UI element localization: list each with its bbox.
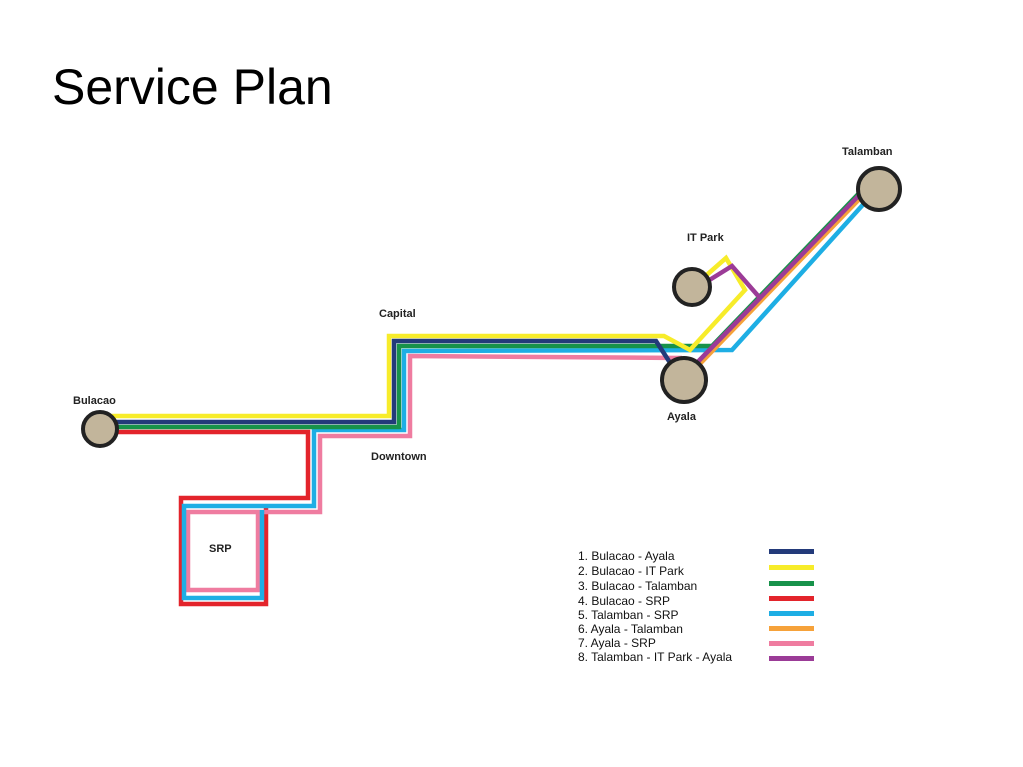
legend-swatch-5 (769, 611, 814, 616)
route-8-line (684, 184, 870, 376)
legend-label-2: 2. Bulacao - IT Park (578, 564, 685, 578)
route-lines (100, 184, 880, 607)
station-bulacao[interactable] (81, 410, 119, 448)
station-ayala[interactable] (660, 356, 708, 404)
route-1-line (100, 338, 678, 425)
legend-label-1: 1. Bulacao - Ayala (578, 549, 675, 563)
label-ayala: Ayala (667, 411, 697, 423)
legend-swatch-1 (769, 549, 814, 554)
legend-swatch-6 (769, 626, 814, 631)
label-downtown: Downtown (371, 451, 427, 463)
legend-swatch-3 (769, 581, 814, 586)
legend: 1. Bulacao - Ayala 2. Bulacao - IT Park … (578, 549, 814, 664)
legend-label-4: 4. Bulacao - SRP (578, 594, 670, 608)
legend-label-7: 7. Ayala - SRP (578, 636, 656, 650)
legend-swatch-4 (769, 596, 814, 601)
station-labels: Talamban IT Park Capital Bulacao Ayala D… (73, 146, 893, 555)
route-7-line (185, 353, 683, 593)
legend-swatch-2 (769, 565, 814, 570)
station-it-park[interactable] (672, 267, 712, 307)
label-srp: SRP (209, 543, 232, 555)
legend-label-3: 3. Bulacao - Talamban (578, 579, 697, 593)
page-title: Service Plan (52, 59, 333, 115)
route-5-line (181, 186, 880, 601)
label-capital: Capital (379, 308, 416, 320)
legend-label-6: 6. Ayala - Talamban (578, 622, 683, 636)
label-talamban: Talamban (842, 146, 893, 158)
route-4-line (100, 429, 311, 607)
stations (81, 166, 902, 448)
label-it-park: IT Park (687, 232, 725, 244)
legend-swatch-7 (769, 641, 814, 646)
station-talamban[interactable] (856, 166, 902, 212)
legend-label-8: 8. Talamban - IT Park - Ayala (578, 650, 732, 664)
legend-label-5: 5. Talamban - SRP (578, 608, 679, 622)
label-bulacao: Bulacao (73, 395, 116, 407)
route-2-line (100, 254, 748, 419)
legend-swatch-8 (769, 656, 814, 661)
route-6-line (690, 184, 874, 374)
